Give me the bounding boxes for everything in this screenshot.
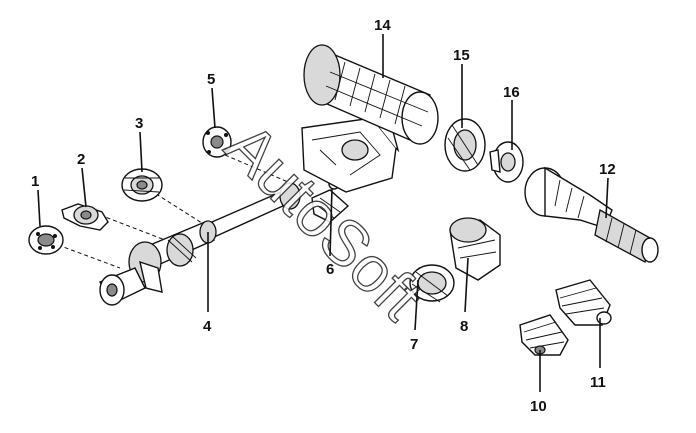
callout-1: 1 [31, 173, 39, 190]
part-12-axle-joint [524, 166, 659, 263]
part-1-flange [28, 225, 64, 255]
leader-6 [329, 187, 333, 257]
callout-10: 10 [530, 398, 547, 415]
callout-14: 14 [374, 17, 391, 34]
part-10-bellows [519, 314, 569, 356]
part-2-bracket [61, 203, 109, 231]
part-4-drive-shaft [99, 182, 301, 306]
part-11-bellows [555, 279, 612, 326]
leader-1 [37, 189, 41, 227]
guide-line [224, 154, 296, 186]
callout-12: 12 [599, 161, 616, 178]
callout-16: 16 [503, 84, 520, 101]
part-16-flange [489, 141, 524, 183]
leader-lines [37, 34, 609, 392]
part-7-clamp [409, 264, 455, 303]
leader-5 [211, 87, 216, 129]
callout-5: 5 [207, 71, 215, 88]
callout-7: 7 [410, 336, 418, 353]
leader-2 [81, 167, 87, 208]
callout-11: 11 [590, 374, 606, 391]
callout-3: 3 [135, 115, 143, 132]
part-8-boot [449, 217, 501, 281]
part-15-ring [444, 118, 486, 172]
leader-7 [414, 279, 419, 331]
callouts: 1 2 3 4 5 6 7 8 10 11 12 14 15 16 [31, 17, 616, 415]
callout-6: 6 [326, 261, 334, 278]
callout-8: 8 [460, 318, 468, 335]
callout-4: 4 [203, 318, 212, 335]
guide-line [57, 244, 121, 269]
part-14-cage [303, 44, 439, 145]
callout-15: 15 [453, 47, 470, 64]
part-5-flex-disc [202, 126, 232, 158]
callout-2: 2 [77, 151, 85, 168]
guide-line [99, 214, 166, 241]
leader-12 [605, 177, 609, 219]
guide-line [149, 189, 206, 226]
part-3-bearing [121, 168, 163, 202]
leader-8 [464, 257, 469, 313]
leader-3 [139, 131, 143, 173]
